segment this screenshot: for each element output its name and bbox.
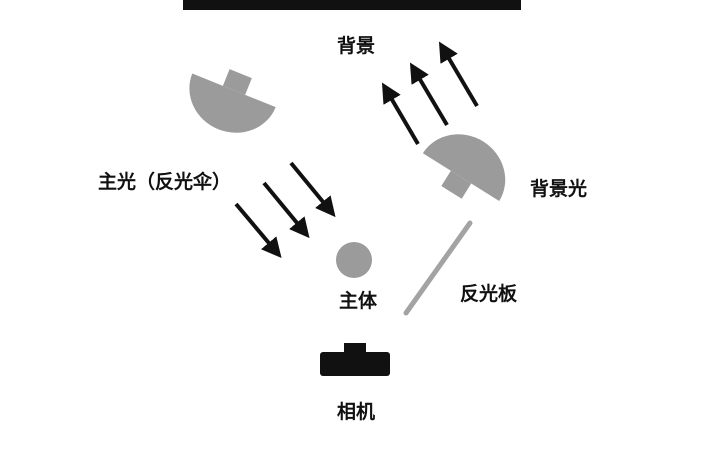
background-light-arrow xyxy=(409,62,449,127)
background-light-arrow xyxy=(438,41,479,108)
key-light-arrow xyxy=(289,161,336,218)
reflector-board xyxy=(403,220,473,316)
subject-circle xyxy=(336,242,372,278)
reflector-label: 反光板 xyxy=(460,282,518,305)
camera-icon xyxy=(320,343,390,376)
subject-label: 主体 xyxy=(339,289,378,312)
background-light-lamp-icon xyxy=(422,134,506,201)
key-light-arrow xyxy=(234,202,282,259)
key-light-lamp-icon xyxy=(189,69,276,133)
camera-label: 相机 xyxy=(337,401,375,423)
background-light-arrows xyxy=(381,41,479,146)
background-label: 背景 xyxy=(337,34,375,57)
background-light-label: 背景光 xyxy=(530,177,587,200)
top-bar xyxy=(183,0,521,10)
key-light-arrows xyxy=(234,161,336,259)
background-light-arrow xyxy=(381,82,420,146)
key-light-label: 主光（反光伞） xyxy=(98,170,231,193)
key-light-arrow xyxy=(262,181,310,239)
